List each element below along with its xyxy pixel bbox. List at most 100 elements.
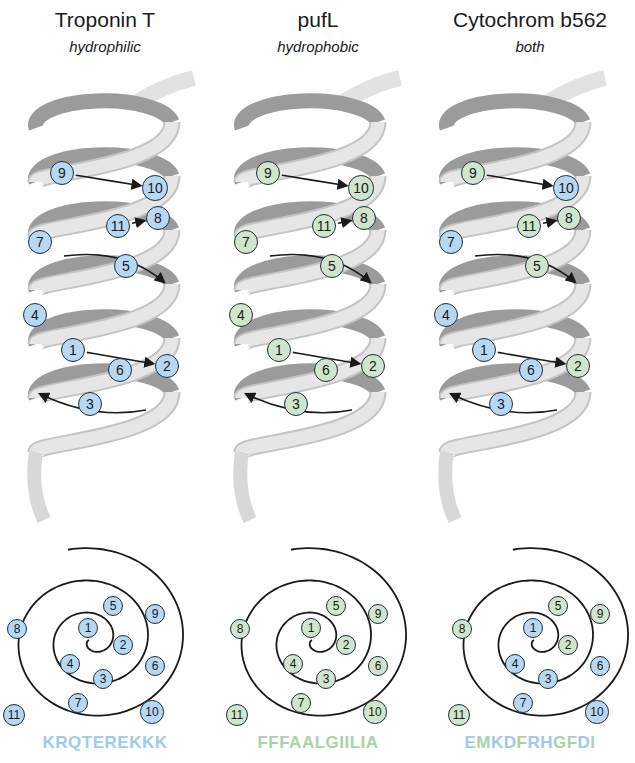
helix-residue: 6 bbox=[519, 358, 543, 382]
residue-number: 7 bbox=[447, 235, 455, 249]
helix-residue: 2 bbox=[155, 354, 179, 378]
residue-number: 9 bbox=[152, 608, 159, 620]
helix-residue: 11 bbox=[517, 214, 542, 239]
residue-number: 11 bbox=[8, 709, 20, 721]
helix-residue: 11 bbox=[106, 214, 131, 239]
direction-arrow bbox=[475, 254, 575, 282]
wheel-residue: 11 bbox=[3, 704, 25, 726]
residue-number: 6 bbox=[152, 660, 159, 672]
residue-number: 11 bbox=[453, 709, 465, 721]
helix-residue: 1 bbox=[267, 338, 291, 362]
wheel-residue: 10 bbox=[363, 700, 386, 723]
residue-number: 3 bbox=[100, 673, 107, 685]
helix-residue: 2 bbox=[566, 354, 590, 378]
sequence: FFFAALGIILIA bbox=[257, 733, 378, 753]
residue-number: 7 bbox=[242, 235, 250, 249]
wheel-spiral bbox=[463, 548, 628, 716]
residue-number: 1 bbox=[308, 622, 315, 634]
helix-residue: 6 bbox=[108, 358, 132, 382]
residue-number: 10 bbox=[590, 706, 603, 718]
wheel-residue: 2 bbox=[558, 635, 578, 655]
helix-residue: 2 bbox=[361, 354, 385, 378]
residue-number: 7 bbox=[75, 697, 82, 709]
residue-number: 6 bbox=[527, 363, 535, 377]
helix-residue: 8 bbox=[352, 206, 376, 230]
wheel-residue: 9 bbox=[145, 604, 165, 624]
residue-number: 2 bbox=[120, 639, 127, 651]
wheel-residue: 2 bbox=[336, 635, 356, 655]
residue-number: 10 bbox=[353, 181, 369, 195]
wheel-residue: 4 bbox=[60, 654, 80, 674]
wheel-residue: 2 bbox=[113, 635, 133, 655]
residue-number: 8 bbox=[14, 623, 21, 635]
wheel-residue: 5 bbox=[326, 596, 346, 616]
residue-number: 4 bbox=[442, 308, 450, 322]
residue-number: 9 bbox=[597, 608, 604, 620]
residue-number: 3 bbox=[292, 397, 300, 411]
helix-turn-arrow bbox=[132, 221, 144, 223]
residue-number: 3 bbox=[86, 397, 94, 411]
direction-arrow bbox=[451, 394, 557, 413]
residue-number: 6 bbox=[322, 363, 330, 377]
wheel-residue: 3 bbox=[316, 669, 336, 689]
residue-number: 5 bbox=[555, 600, 562, 612]
wheel-residue: 11 bbox=[448, 704, 470, 726]
residue-number: 3 bbox=[545, 673, 552, 685]
residue-number: 7 bbox=[298, 697, 305, 709]
helix-residue: 11 bbox=[312, 214, 337, 239]
residue-number: 7 bbox=[36, 235, 44, 249]
sequence: KRQTEREKKK bbox=[43, 733, 168, 753]
helix-residue: 6 bbox=[314, 358, 338, 382]
residue-number: 11 bbox=[522, 219, 537, 233]
residue-number: 5 bbox=[110, 600, 117, 612]
residue-number: 10 bbox=[558, 181, 574, 195]
residue-number: 11 bbox=[231, 709, 243, 721]
residue-number: 4 bbox=[290, 658, 297, 670]
helix-residue: 1 bbox=[61, 338, 85, 362]
residue-number: 10 bbox=[145, 706, 158, 718]
wheel-residue: 4 bbox=[283, 654, 303, 674]
sequence: EMKDFRHGFDI bbox=[464, 733, 595, 753]
wheel-spiral bbox=[241, 548, 406, 716]
residue-number: 1 bbox=[69, 343, 77, 357]
residue-number: 5 bbox=[328, 259, 336, 273]
residue-number: 2 bbox=[369, 359, 377, 373]
wheel-residue: 4 bbox=[505, 654, 525, 674]
residue-number: 5 bbox=[533, 259, 541, 273]
helix-residue: 4 bbox=[434, 303, 458, 327]
helix-residue: 7 bbox=[234, 230, 258, 254]
helix-turn-arrow bbox=[543, 221, 555, 223]
residue-number: 1 bbox=[480, 343, 488, 357]
wheel-residue: 6 bbox=[145, 656, 165, 676]
helix-residue: 5 bbox=[525, 254, 549, 278]
helix-residue: 8 bbox=[557, 206, 581, 230]
helix-residue: 10 bbox=[142, 175, 168, 201]
wheel-residue: 7 bbox=[68, 693, 88, 713]
residue-number: 9 bbox=[375, 608, 382, 620]
direction-arrow bbox=[40, 394, 146, 413]
helix-residue: 1 bbox=[472, 338, 496, 362]
direction-arrow bbox=[64, 254, 164, 282]
residue-number: 9 bbox=[58, 166, 66, 180]
wheel-residue: 1 bbox=[301, 618, 321, 638]
helix-residue: 10 bbox=[348, 175, 374, 201]
helix-residue: 4 bbox=[23, 303, 47, 327]
helix-turn-arrow bbox=[282, 175, 347, 185]
helix-turn-arrow bbox=[76, 175, 141, 185]
wheel-residue: 5 bbox=[103, 596, 123, 616]
helix-residue: 8 bbox=[146, 206, 170, 230]
residue-number: 1 bbox=[530, 622, 537, 634]
helix-residue: 9 bbox=[50, 161, 74, 185]
helix-residue: 5 bbox=[320, 254, 344, 278]
helix-residue: 5 bbox=[114, 254, 138, 278]
wheel-residue: 8 bbox=[7, 619, 27, 639]
column-subtitle: both bbox=[515, 38, 544, 55]
helix-residue: 3 bbox=[78, 392, 102, 416]
residue-number: 2 bbox=[565, 639, 572, 651]
direction-arrow bbox=[270, 254, 370, 282]
helix-ribbon bbox=[34, 78, 194, 520]
column-subtitle: hydrophobic bbox=[277, 38, 359, 55]
wheel-residue: 6 bbox=[368, 656, 388, 676]
wheel-spiral bbox=[18, 548, 183, 716]
